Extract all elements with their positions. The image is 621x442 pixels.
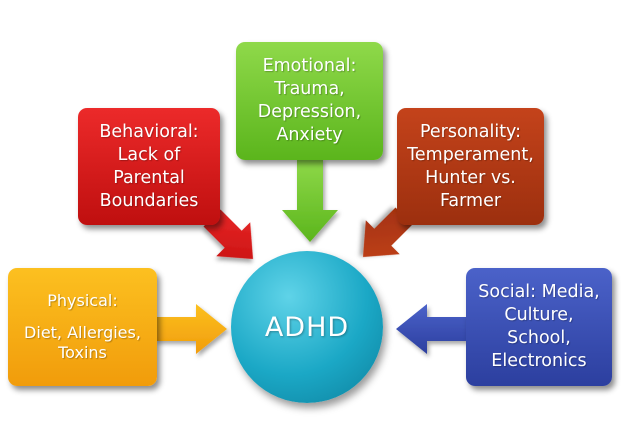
behavioral-line: Lack of	[117, 144, 181, 165]
personality-line: Personality:	[419, 121, 522, 142]
physical-line: Physical:	[47, 291, 118, 310]
arrow-emotional-to-adhd	[282, 158, 338, 242]
physical-line: Toxins	[58, 343, 107, 362]
personality-line: Hunter vs.	[425, 167, 516, 188]
emotional-line: Anxiety	[276, 125, 343, 145]
physical-line: Diet, Allergies,	[24, 323, 141, 342]
social-line: School,	[507, 328, 571, 348]
social-line: Culture,	[504, 305, 574, 325]
arrow-social-to-adhd	[396, 304, 468, 354]
adhd-label: ADHD	[264, 311, 350, 343]
emotional-line: Trauma,	[274, 79, 345, 99]
physical-box: Physical: Diet, Allergies, Toxins	[8, 268, 157, 386]
social-line: Electronics	[491, 351, 587, 371]
behavioral-line: Boundaries	[99, 190, 199, 211]
emotional-line: Depression,	[257, 102, 362, 122]
behavioral-line: Parental	[113, 167, 185, 188]
social-line: Social: Media,	[478, 282, 600, 302]
social-box: Social: Media, Culture, School, Electron…	[466, 268, 612, 386]
behavioral-line: Behavioral:	[99, 121, 199, 142]
personality-line: Farmer	[439, 190, 502, 211]
behavioral-box: Behavioral: Lack of Parental Boundaries	[78, 108, 220, 225]
emotional-line: Emotional:	[262, 56, 357, 76]
arrow-physical-to-adhd	[155, 304, 227, 354]
emotional-box: Emotional: Trauma, Depression, Anxiety	[236, 42, 383, 160]
personality-box: Personality: Temperament, Hunter vs. Far…	[397, 108, 544, 225]
personality-line: Temperament,	[407, 144, 534, 165]
adhd-center-circle: ADHD	[231, 251, 383, 403]
